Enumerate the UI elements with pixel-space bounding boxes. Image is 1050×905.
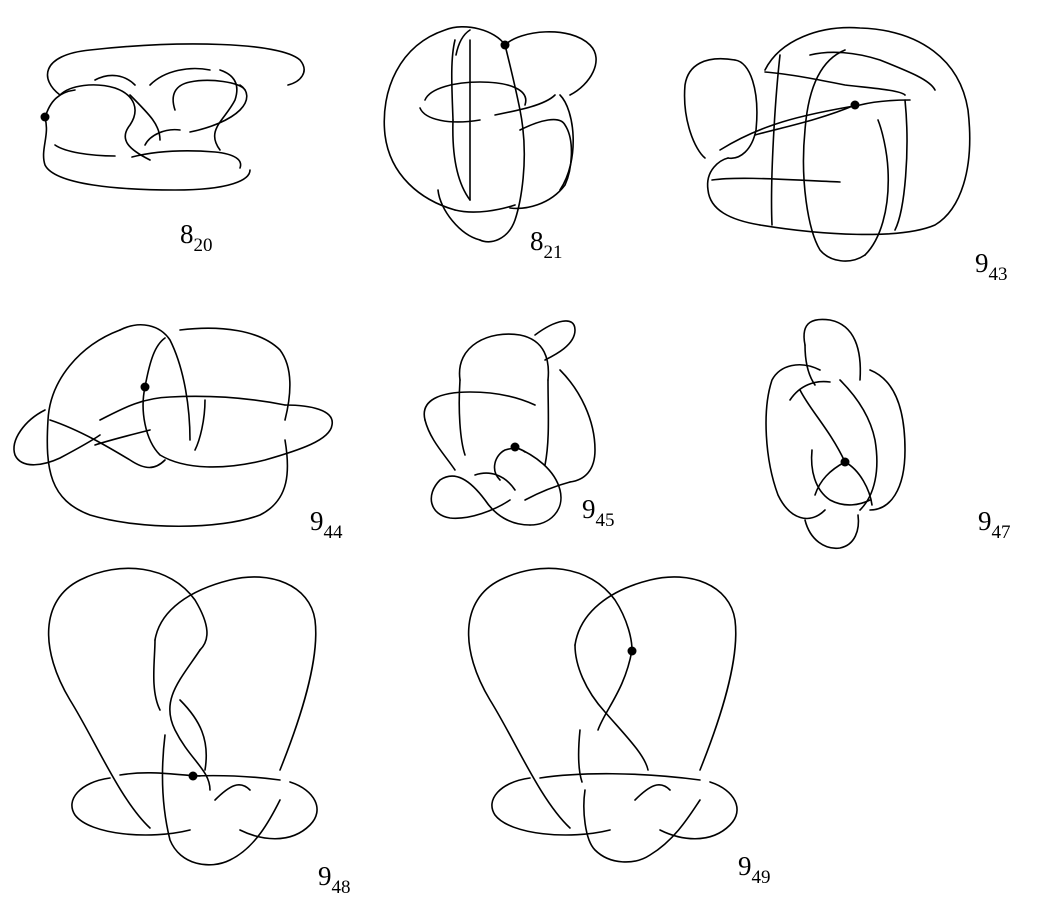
knot-label-9-45: 945	[582, 494, 615, 531]
knot-label-8-21: 821	[530, 226, 563, 263]
knot-diagram-9-49: 949	[467, 567, 771, 888]
knot-label-9-49: 949	[738, 851, 771, 888]
knot-diagram-9-47: 947	[765, 318, 1011, 549]
basepoint-marker	[627, 646, 637, 656]
basepoint-marker	[510, 442, 520, 452]
knot-diagram-9-44: 944	[13, 324, 343, 543]
knot-diagram-8-21: 821	[383, 26, 597, 263]
basepoint-marker	[40, 112, 50, 122]
knot-label-9-43: 943	[975, 248, 1008, 285]
knot-label-9-44: 944	[310, 506, 343, 543]
knot-diagram-9-48: 948	[47, 567, 351, 898]
knot-diagram-9-43: 943	[683, 26, 1008, 285]
knot-label-9-48: 948	[318, 861, 351, 898]
knot-label-8-20: 820	[180, 219, 213, 256]
basepoint-marker	[188, 771, 198, 781]
basepoint-marker	[140, 382, 150, 392]
knot-diagram-8-20: 820	[40, 43, 305, 256]
knot-label-9-47: 947	[978, 506, 1011, 543]
basepoint-marker	[850, 100, 860, 110]
basepoint-marker	[840, 457, 850, 467]
basepoint-marker	[500, 40, 510, 50]
knot-diagram-9-45: 945	[423, 320, 615, 531]
